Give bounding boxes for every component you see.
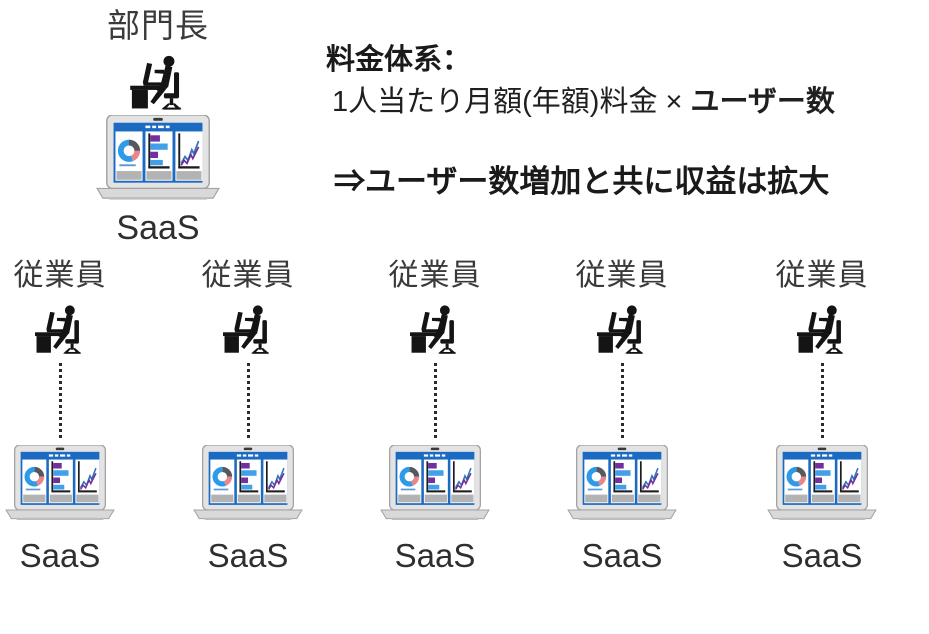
dotted-connector-line <box>620 363 624 439</box>
saas-dashboard-laptop-icon <box>379 445 491 522</box>
employee-column: 従業員 SaaS <box>547 258 697 576</box>
employee-column: 従業員 SaaS <box>747 258 897 576</box>
employee-role-label: 従業員 <box>775 259 869 292</box>
employee-role-label: 従業員 <box>201 259 295 292</box>
pricing-formula-emphasis: ユーザー数 <box>690 86 835 119</box>
dotted-connector-line <box>58 363 62 439</box>
pricing-conclusion: ⇒ユーザー数増加と共に収益は拡大 <box>334 163 830 199</box>
saas-dashboard-laptop-icon <box>192 445 304 522</box>
employee-role-label: 従業員 <box>575 259 669 292</box>
employee-column: 従業員 SaaS <box>0 258 135 576</box>
employee-role-label: 従業員 <box>13 259 107 292</box>
person-at-desk-icon <box>793 302 851 355</box>
pricing-heading: 料金体系： <box>326 44 472 76</box>
saas-dashboard-laptop-icon <box>566 445 678 522</box>
person-at-desk-icon <box>31 302 89 355</box>
employee-column: 従業員 SaaS <box>360 258 510 576</box>
manager-block: 部門長 SaaS <box>78 6 238 248</box>
saas-dashboard-laptop-icon <box>95 115 221 202</box>
manager-role-label: 部門長 <box>107 7 209 44</box>
saas-label: SaaS <box>116 208 200 247</box>
person-at-desk-icon <box>219 302 277 355</box>
saas-label: SaaS <box>781 537 863 574</box>
pricing-text-block: 料金体系： 1人当たり月額(年額)料金 × ユーザー数 ⇒ユーザー数増加と共に収… <box>326 42 926 201</box>
dotted-connector-line <box>246 363 250 439</box>
saas-dashboard-laptop-icon <box>766 445 878 522</box>
person-at-desk-icon <box>126 52 190 111</box>
person-at-desk-icon <box>593 302 651 355</box>
saas-label: SaaS <box>581 537 663 574</box>
saas-label: SaaS <box>394 537 476 574</box>
pricing-formula: 1人当たり月額(年額)料金 × ユーザー数 <box>326 84 926 120</box>
employee-column: 従業員 SaaS <box>173 258 323 576</box>
dotted-connector-line <box>433 363 437 439</box>
saas-label: SaaS <box>207 537 289 574</box>
saas-dashboard-laptop-icon <box>4 445 116 522</box>
employee-role-label: 従業員 <box>388 259 482 292</box>
pricing-formula-prefix: 1人当たり月額(年額)料金 × <box>332 86 691 119</box>
dotted-connector-line <box>820 363 824 439</box>
person-at-desk-icon <box>406 302 464 355</box>
saas-label: SaaS <box>19 537 101 574</box>
